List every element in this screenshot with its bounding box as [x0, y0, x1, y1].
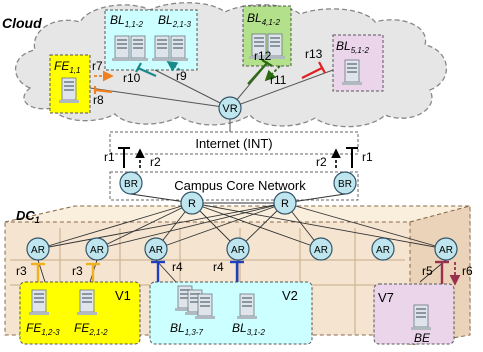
router-right-node — [273, 191, 297, 215]
ar-4: AR — [226, 237, 250, 261]
r4-arrow-b — [230, 260, 244, 282]
fe-a-label: FE1,2-3 — [26, 321, 60, 337]
r2-right-label: r2 — [316, 155, 327, 169]
r5-arrow — [435, 260, 449, 284]
r8-arrow — [93, 86, 113, 94]
v1-server-icon-a — [28, 289, 50, 316]
r4-arrow-a — [151, 260, 165, 282]
ar-5: AR — [309, 237, 333, 261]
r2-left-label: r2 — [150, 155, 161, 169]
br-right-label: BR — [338, 179, 352, 190]
br-left-label: BR — [124, 179, 138, 190]
ar-3-label: AR — [149, 245, 163, 256]
v2-server-icon-c — [194, 293, 216, 320]
r7-label: r7 — [92, 59, 103, 73]
ar-4-label: AR — [231, 245, 245, 256]
r1-left-label: r1 — [104, 150, 115, 164]
r1-right-label: r1 — [362, 150, 373, 164]
router-right-label: R — [281, 198, 289, 210]
ar-2: AR — [85, 237, 109, 261]
r10-label: r10 — [123, 71, 141, 85]
bl4-label: BL4,1-2 — [247, 11, 280, 27]
r3-arrow-b — [86, 262, 100, 282]
r8-label: r8 — [93, 93, 104, 107]
bl5-server-icon — [341, 59, 363, 86]
r3-label-a: r3 — [16, 264, 27, 278]
ar-1: AR — [26, 237, 50, 261]
ar-6: AR — [371, 237, 395, 261]
r4-label-b: r4 — [213, 260, 224, 274]
r10-arrow — [135, 62, 157, 78]
vr-node — [218, 96, 242, 120]
be-server-icon — [410, 304, 432, 331]
r5-label: r5 — [422, 264, 433, 278]
r12-arrow — [247, 59, 273, 85]
ar-7-label: AR — [439, 245, 453, 256]
bl1-server-icon-a — [111, 35, 133, 62]
internet-box — [109, 131, 359, 155]
ar-7: AR — [434, 237, 458, 261]
campus-box — [109, 171, 359, 201]
bl2-server-icon-b — [167, 35, 189, 62]
r6-label: r6 — [462, 264, 473, 278]
r11-arrow — [264, 65, 281, 82]
r1-left-arrow — [118, 147, 130, 168]
r3-label-b: r3 — [72, 264, 83, 278]
fe-server-icon — [58, 77, 80, 104]
vr-label: VR — [222, 103, 237, 115]
r9-label: r9 — [176, 69, 187, 83]
be-label: BE — [414, 331, 431, 345]
campus-label: Campus Core Network — [174, 178, 306, 193]
r1-right-arrow — [346, 147, 358, 168]
v7-label: V7 — [378, 290, 394, 305]
r3-arrow-a — [31, 262, 45, 282]
r9-arrow — [166, 61, 181, 72]
r4-label-a: r4 — [172, 260, 183, 274]
r13-arrow — [301, 61, 326, 79]
ar-2-label: AR — [90, 245, 104, 256]
bl2-label: BL2,1-3 — [158, 13, 191, 29]
fe-b-label: FE2,1-2 — [74, 321, 108, 337]
bl2-server-icon-a — [151, 35, 173, 62]
ar-3: AR — [144, 237, 168, 261]
ar-1-label: AR — [31, 245, 45, 256]
ar-6-label: AR — [376, 245, 390, 256]
r12-label: r12 — [254, 49, 272, 63]
internet-label: Internet (INT) — [195, 136, 272, 151]
bl1-label: BL1,1-2 — [110, 13, 143, 29]
bl1-server-icon-b — [127, 35, 149, 62]
cloud-title: Cloud — [2, 15, 42, 31]
router-left-node — [180, 191, 204, 215]
v2-label: V2 — [282, 288, 298, 303]
v1-server-icon-b — [76, 289, 98, 316]
r11-label: r11 — [270, 73, 287, 87]
bl-a-label: BL1,3-7 — [170, 321, 203, 337]
dc-title: DC1 — [16, 208, 40, 225]
bl5-label: BL5,1-2 — [336, 39, 369, 55]
v2-server-icon-d — [236, 293, 258, 320]
bl-b-label: BL3,1-2 — [232, 321, 265, 337]
router-left-label: R — [188, 198, 196, 210]
ar-5-label: AR — [314, 245, 328, 256]
r13-label: r13 — [305, 47, 323, 61]
fe-label: FE1,1 — [54, 59, 80, 75]
v1-label: V1 — [115, 288, 131, 303]
